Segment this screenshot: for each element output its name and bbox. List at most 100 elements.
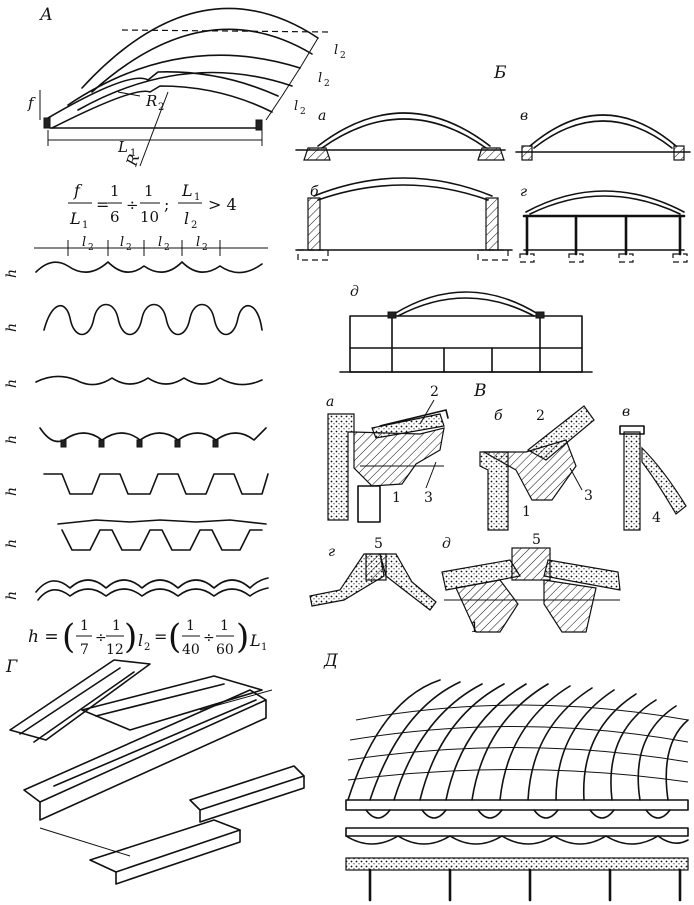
b-d-joint-left (387, 311, 397, 319)
vault-columns (368, 868, 682, 902)
l2-row-label-3: l (158, 235, 162, 250)
v-a-n2: 2 (430, 384, 439, 400)
h-paren-open-2: ( (168, 617, 181, 657)
dim-l2-line-3 (265, 95, 283, 121)
dim-r2-leader (117, 91, 141, 97)
l2-row-label-4: l (196, 235, 200, 250)
v-a-node (353, 427, 445, 487)
v-d-joint (511, 547, 551, 581)
wave-row-3 (35, 375, 263, 386)
nib-5 (212, 439, 219, 448)
dim-l1-sub: 1 (130, 148, 136, 159)
h-forty: 40 (182, 642, 200, 658)
g-slab-5 (89, 819, 241, 873)
v-v-wall (623, 431, 641, 531)
panel-g: Г (5, 657, 305, 885)
b-b-wall-left (307, 197, 321, 251)
wave-row-4 (39, 427, 267, 443)
h-sixty: 60 (216, 642, 234, 658)
shell-dash-top (121, 29, 331, 33)
h-label-4: h (4, 435, 20, 444)
dim-l2-sub-2: 2 (324, 79, 330, 89)
h-twelve: 12 (106, 642, 124, 658)
h-label-3: h (4, 379, 20, 388)
wave-row-7 (35, 577, 269, 593)
dim-l2-sub-1: 2 (340, 51, 346, 61)
l2-row-label-2: l (120, 235, 124, 250)
g-slab-1-rib-b (33, 671, 135, 743)
dim-l2-line-2 (281, 67, 301, 97)
panel-d-label: Д (323, 651, 339, 671)
nib-1 (60, 439, 67, 448)
vault-bearings (365, 809, 671, 819)
dim-l2-label-3: l (294, 99, 298, 114)
dim-l1-label: L (117, 138, 128, 156)
g-dim-1 (199, 689, 273, 711)
dim-l2-sub-3: 2 (300, 107, 306, 117)
l2-row-sub-3: 2 (164, 243, 170, 253)
b-v-support-left (521, 145, 533, 161)
h-paren-close-2: ) (236, 617, 249, 657)
panel-g-label: Г (5, 657, 18, 677)
b-a-footing-left (303, 147, 331, 161)
dim-r2-label: R (145, 92, 157, 110)
l2-row-sub-2: 2 (126, 243, 132, 253)
panel-b-sub-g: г (520, 184, 527, 200)
b-g-arch-inner (529, 195, 681, 215)
wave-row-1 (35, 261, 263, 274)
b-g-foot-2 (568, 253, 584, 263)
v-a-shell-fill (371, 413, 445, 439)
vault-beam-mid (345, 827, 689, 837)
b-d-frame (349, 315, 583, 373)
wave-profiles: l 2 l 2 l 2 l 2 h h h h h h h (4, 235, 269, 601)
h-label-1: h (4, 269, 20, 278)
ratio-l1-b: L (181, 181, 193, 200)
g-slab-3-rib (53, 699, 257, 787)
panel-v: В а 2 1 3 б 2 1 3 в 4 г 5 д (309, 381, 687, 636)
ratio-l1: L (69, 209, 81, 228)
b-d-arch-inner (397, 297, 535, 317)
h-l2: l (138, 631, 143, 650)
ratio-div: ÷ (126, 196, 139, 214)
panel-v-sub-d: д (442, 536, 451, 552)
v-b-n1: 1 (522, 504, 531, 520)
h-one-d: 1 (220, 618, 229, 634)
h-paren-close-1: ) (124, 617, 137, 657)
shell-arc-top-inner (91, 28, 313, 93)
ratio-sep: ; (164, 195, 169, 214)
h-eq-2: = (154, 627, 167, 646)
nib-4 (174, 439, 181, 448)
h-L1: L (249, 631, 261, 650)
panel-v-sub-b: б (494, 408, 503, 424)
g-slab-1-rib-a (19, 667, 121, 735)
g-dim-2 (39, 827, 131, 857)
g-slab-4-side (199, 775, 305, 823)
panel-v-sub-v: в (622, 404, 630, 420)
dim-f-label: f (27, 94, 36, 112)
b-b-foot-left (297, 249, 329, 261)
h-one-c: 1 (186, 618, 195, 634)
panel-v-sub-a: а (326, 394, 334, 410)
ratio-l1-sub: 1 (82, 220, 88, 231)
v-a-n3-leader (425, 461, 437, 489)
ratio-one-b: 1 (144, 182, 154, 200)
h-one-b: 1 (112, 618, 121, 634)
b-v-support-right (673, 145, 685, 161)
v-a-n2-leader (419, 399, 435, 425)
panel-b-sub-a: а (318, 108, 326, 124)
b-b-arch (313, 177, 493, 197)
l2-row-label-1: l (82, 235, 86, 250)
b-g-foot-1 (519, 253, 535, 263)
h-paren-open-1: ( (62, 617, 75, 657)
vault-lower-arches (345, 835, 689, 845)
b-b-arch-inner (317, 184, 489, 201)
ratio-eq: = (96, 195, 109, 214)
v-a-n1: 1 (392, 490, 401, 506)
b-d-arch (393, 291, 539, 315)
dim-r1-leader (139, 91, 169, 167)
v-g-n5: 5 (374, 536, 383, 552)
b-b-foot-right (477, 249, 509, 261)
g-slab-2-rib (95, 683, 225, 717)
b-d-joint-right (535, 311, 545, 319)
